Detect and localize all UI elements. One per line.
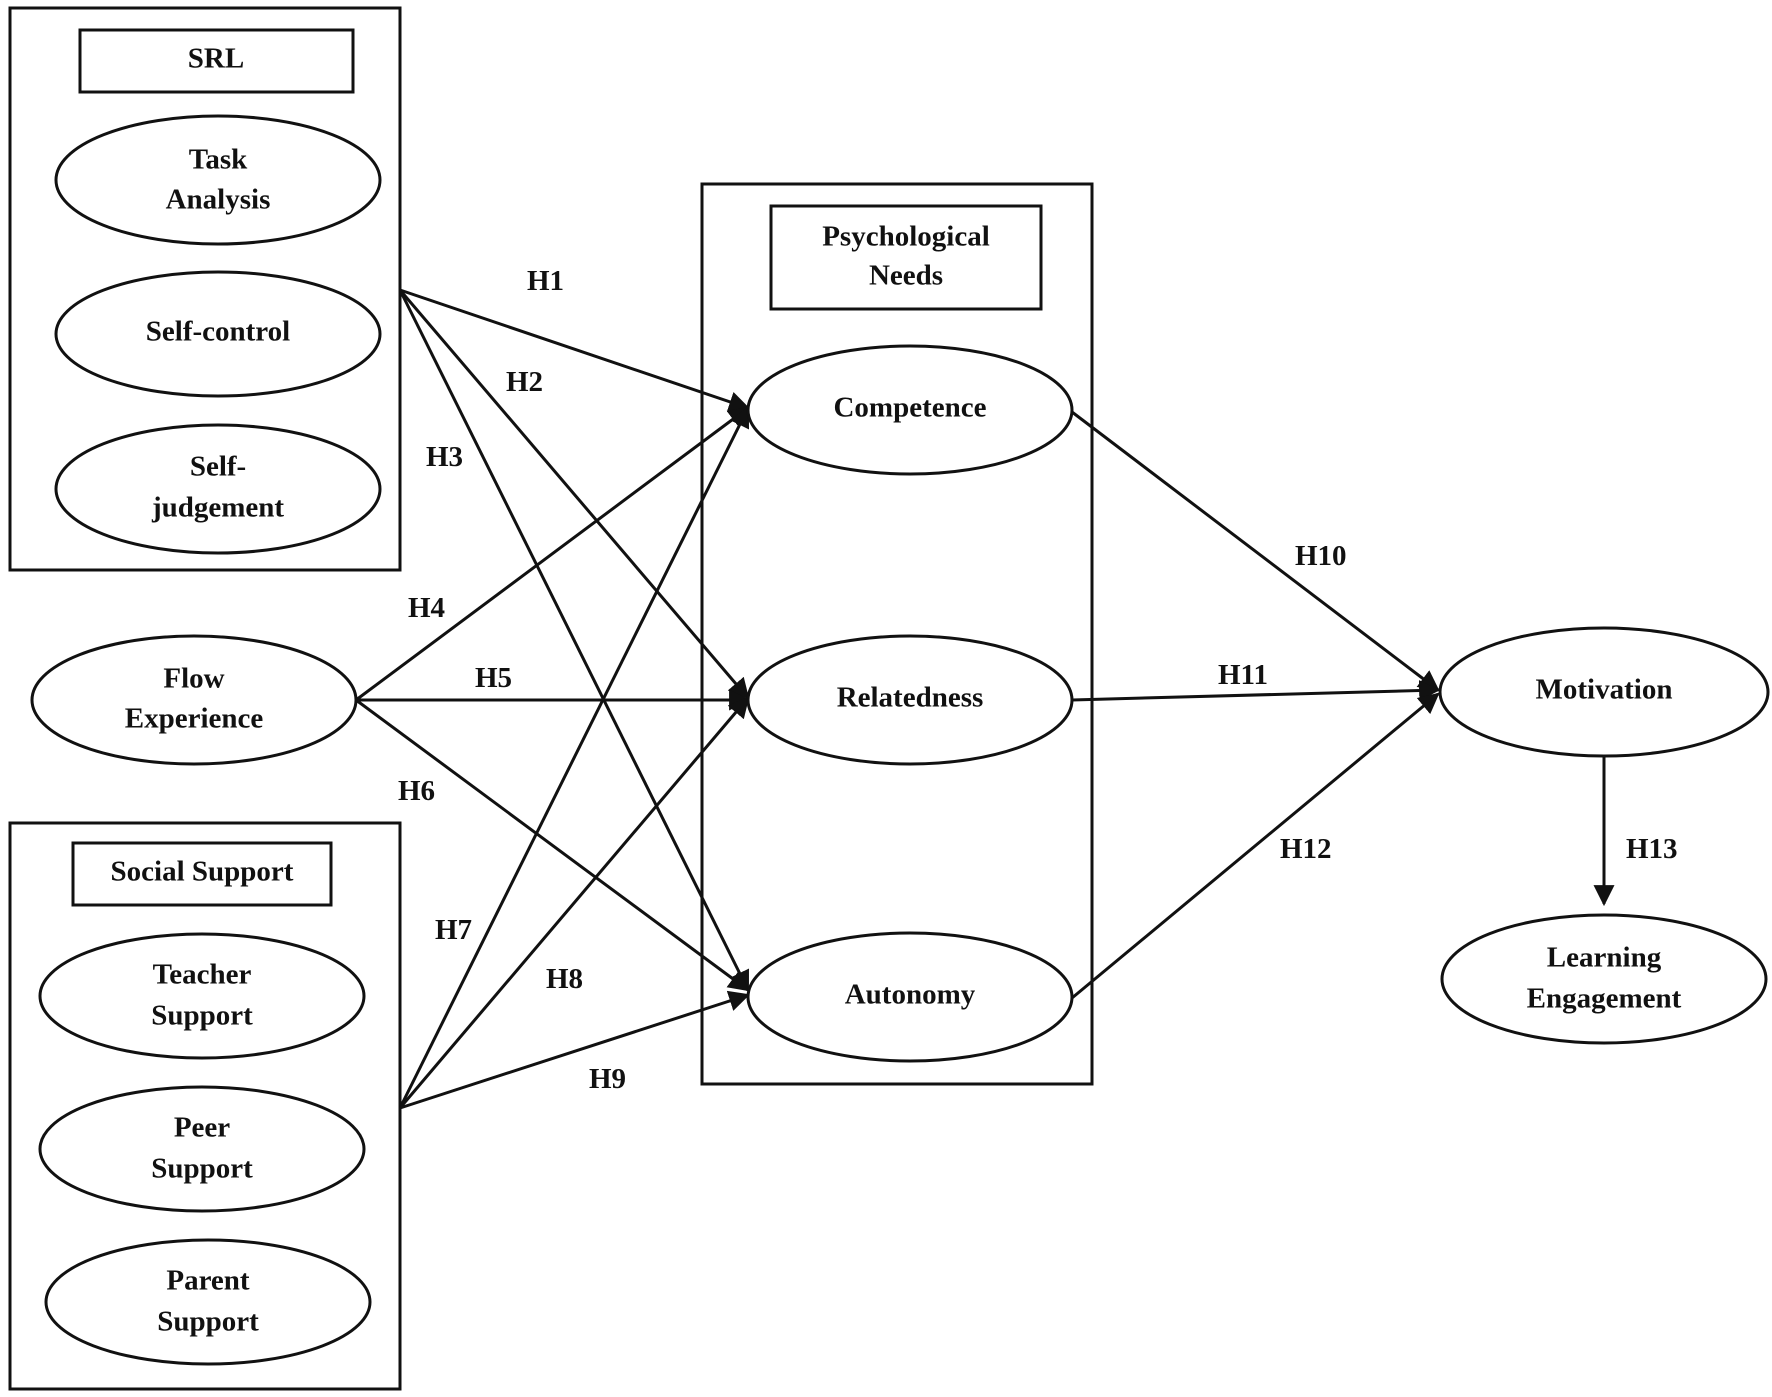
node-teacher-support-line-2: Support [151,1000,253,1032]
psych-needs-title-line-2: Needs [869,260,943,292]
node-relatedness-label: Relatedness [837,682,984,714]
label-h7: H7 [435,914,472,946]
node-self-control-label: Self-control [146,316,290,348]
srl-title: SRL [188,43,244,75]
node-autonomy [746,931,1074,1063]
node-task-analysis-line-2: Analysis [166,184,271,216]
node-self-judgement-line-2: judgement [151,492,284,524]
srl-title-box [78,28,355,94]
node-self-control [54,270,382,398]
edge-h9 [399,990,750,1110]
psych-needs-title-line-1: Psychological [822,221,990,253]
edge-h11 [1071,680,1441,702]
node-competence [746,344,1074,476]
node-peer-support-line-1: Peer [174,1112,230,1144]
label-h4: H4 [408,592,445,624]
label-h10: H10 [1295,540,1347,572]
node-motivation-label: Motivation [1536,674,1673,706]
edge-h12 [1071,692,1440,1000]
node-flow-experience-line-2: Experience [125,703,264,735]
label-h9: H9 [589,1063,626,1095]
hypothesis-labels: H1 H2 H3 H4 H5 H6 H7 H8 H9 H10 H11 H12 H… [398,265,1678,1095]
node-autonomy-label: Autonomy [845,979,976,1011]
edge-h7 [398,406,750,1109]
social-support-title: Social Support [111,856,294,888]
node-flow-experience [30,634,358,766]
edge-h8 [398,696,750,1109]
label-h5: H5 [475,662,512,694]
edge-h4 [355,406,750,702]
label-h8: H8 [546,963,583,995]
node-learning-engagement-line-1: Learning [1547,942,1662,974]
social-support-title-box [71,841,333,907]
edge-h1 [399,288,750,412]
label-h11: H11 [1218,659,1268,691]
edge-h3 [398,289,750,992]
node-motivation [1438,626,1770,758]
edge-h6 [355,698,750,992]
node-parent-support-line-1: Parent [166,1265,250,1297]
label-h13: H13 [1626,833,1678,865]
node-task-analysis [54,114,382,246]
label-h12: H12 [1280,833,1332,865]
label-h1: H1 [527,265,564,297]
node-relatedness [746,634,1074,766]
node-peer-support [38,1085,366,1213]
node-parent-support [44,1238,372,1366]
psych-needs-title-box [769,204,1043,311]
node-flow-experience-line-1: Flow [163,663,224,695]
node-self-judgement-line-1: Self- [190,451,246,483]
label-h6: H6 [398,775,435,807]
label-h3: H3 [426,441,463,473]
node-learning-engagement [1440,913,1768,1045]
edge-h2 [398,289,750,700]
label-h2: H2 [506,366,543,398]
edge-h10 [1071,410,1440,692]
node-peer-support-line-2: Support [151,1153,253,1185]
node-teacher-support [38,932,366,1060]
node-self-judgement [54,423,382,555]
node-task-analysis-line-1: Task [189,144,248,176]
node-parent-support-line-2: Support [157,1306,259,1338]
node-learning-engagement-line-2: Engagement [1527,983,1682,1015]
edges [355,288,1615,1110]
node-competence-label: Competence [833,392,986,424]
psych-needs-group [700,182,1094,1086]
node-teacher-support-line-1: Teacher [153,959,252,991]
